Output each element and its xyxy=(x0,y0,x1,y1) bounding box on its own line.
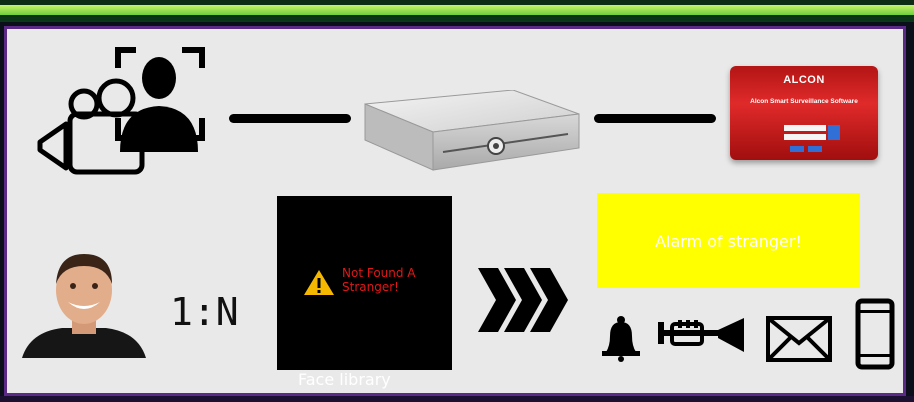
chevrons-icon xyxy=(476,264,570,336)
software-title: Alcon Smart Surveillance Software xyxy=(730,98,878,105)
person-photo xyxy=(22,250,146,358)
alarm-text: Alarm of stranger! xyxy=(597,232,860,251)
match-mode-label: 1:N xyxy=(170,290,239,334)
warning-icon xyxy=(303,268,335,296)
phone-icon xyxy=(855,298,895,370)
connector-line-1 xyxy=(229,114,351,123)
trumpet-icon xyxy=(656,318,748,358)
software-logo: ALCON xyxy=(730,74,878,86)
connector-line-2 xyxy=(594,114,716,123)
bottom-banner xyxy=(0,396,914,402)
mail-icon xyxy=(765,315,833,363)
face-scan-icon xyxy=(112,44,212,156)
alarm-box: Alarm of stranger! xyxy=(597,193,860,288)
face-library-caption: Face library xyxy=(298,370,391,389)
top-accent-line xyxy=(0,5,914,15)
warning-text: Not Found A Stranger! xyxy=(342,266,424,294)
software-login-form xyxy=(770,122,860,154)
software-screen: ALCON Alcon Smart Surveillance Software xyxy=(730,66,878,160)
nvr-server xyxy=(363,90,581,172)
bell-icon xyxy=(600,314,642,362)
